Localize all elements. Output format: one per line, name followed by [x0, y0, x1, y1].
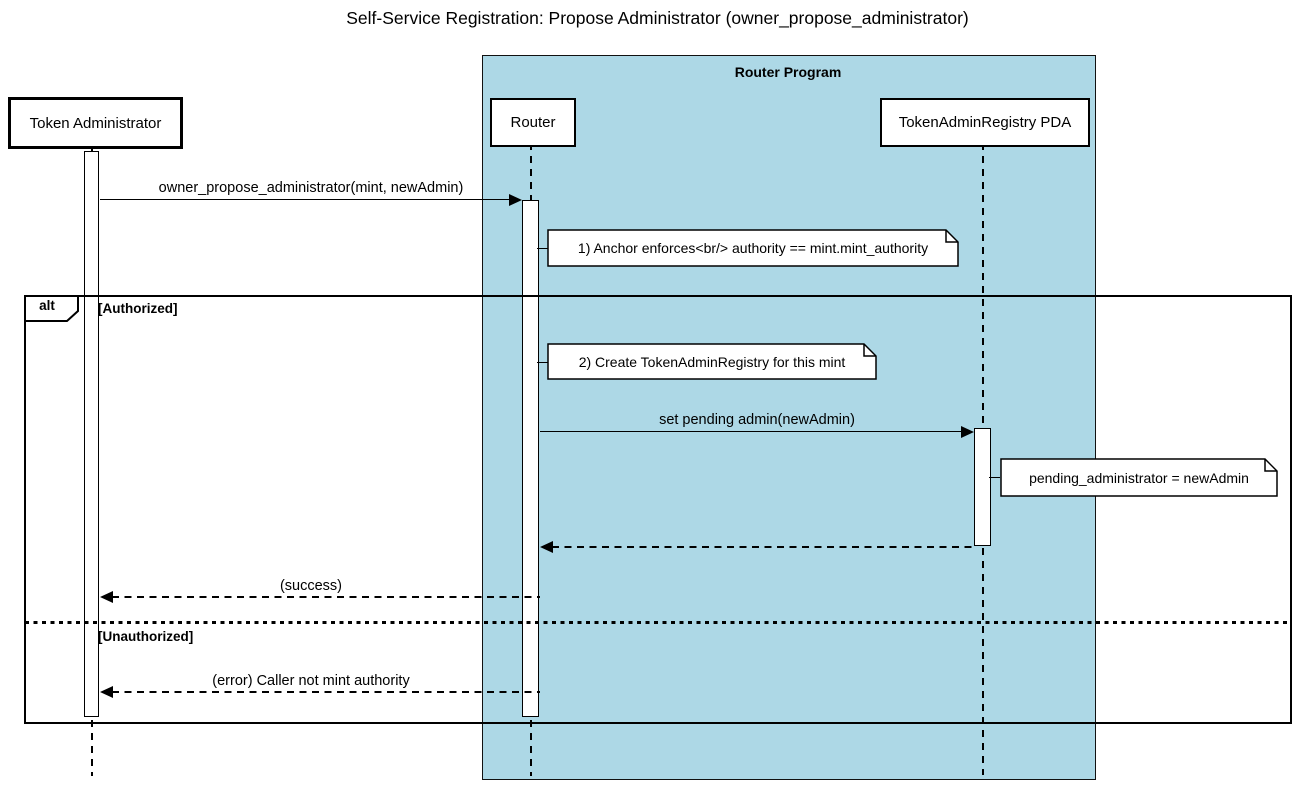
- message-propose-line: [100, 199, 511, 200]
- note-shape-icon: [547, 229, 959, 267]
- message-set-pending-line: [540, 431, 963, 432]
- registry-lifeline-bottom: [982, 548, 984, 775]
- message-registry-return-arrowhead-icon: [540, 541, 553, 553]
- note-shape-icon: [547, 343, 877, 380]
- message-error-line: [112, 691, 540, 693]
- participant-registry-label: TokenAdminRegistry PDA: [898, 114, 1072, 131]
- note2-connector: [537, 362, 548, 363]
- alt-authorized-guard: [Authorized]: [98, 301, 178, 316]
- note1-connector: [537, 248, 548, 249]
- note-anchor-enforces-text: 1) Anchor enforces<br/> authority == min…: [577, 240, 929, 256]
- message-success-arrowhead-icon: [100, 591, 113, 603]
- message-error-label: (error) Caller not mint authority: [212, 673, 410, 689]
- router-lifeline: [530, 143, 532, 200]
- token-admin-lifeline-bottom: [91, 720, 93, 776]
- note-pending-administrator-text: pending_administrator = newAdmin: [1029, 469, 1249, 486]
- participant-router: Router: [490, 98, 576, 147]
- router-activation-bar: [522, 200, 539, 717]
- message-set-pending-arrowhead-icon: [961, 426, 974, 438]
- message-error-arrowhead-icon: [100, 686, 113, 698]
- alt-unauthorized-guard: [Unauthorized]: [98, 629, 194, 644]
- router-program-container: [482, 55, 1096, 780]
- router-program-label: Router Program: [734, 64, 842, 80]
- note-pending-administrator: pending_administrator = newAdmin: [1000, 458, 1278, 497]
- diagram-title: Self-Service Registration: Propose Admin…: [346, 8, 969, 28]
- note-anchor-enforces: 1) Anchor enforces<br/> authority == min…: [547, 229, 959, 267]
- message-success-label: (success): [279, 578, 343, 594]
- message-registry-return-line: [552, 546, 974, 548]
- message-propose-label: owner_propose_administrator(mint, newAdm…: [158, 180, 464, 196]
- alt-operator-label: alt: [39, 298, 55, 313]
- participant-token-administrator-label: Token Administrator: [29, 114, 162, 132]
- router-lifeline-bottom: [530, 720, 532, 776]
- alt-section-divider: [25, 621, 1288, 624]
- registry-lifeline: [982, 143, 984, 428]
- registry-activation-bar: [974, 428, 991, 546]
- note3-connector: [989, 477, 1000, 478]
- message-success-line: [112, 596, 540, 598]
- message-propose-arrowhead-icon: [509, 194, 522, 206]
- token-admin-activation-bar: [84, 151, 99, 717]
- participant-token-administrator: Token Administrator: [8, 97, 183, 149]
- participant-registry: TokenAdminRegistry PDA: [880, 98, 1090, 147]
- participant-router-label: Router: [510, 114, 556, 131]
- message-set-pending-label: set pending admin(newAdmin): [659, 412, 855, 428]
- note-create-registry-text: 2) Create TokenAdminRegistry for this mi…: [578, 353, 846, 370]
- note-shape-icon: [1000, 458, 1278, 497]
- note-create-registry: 2) Create TokenAdminRegistry for this mi…: [547, 343, 877, 380]
